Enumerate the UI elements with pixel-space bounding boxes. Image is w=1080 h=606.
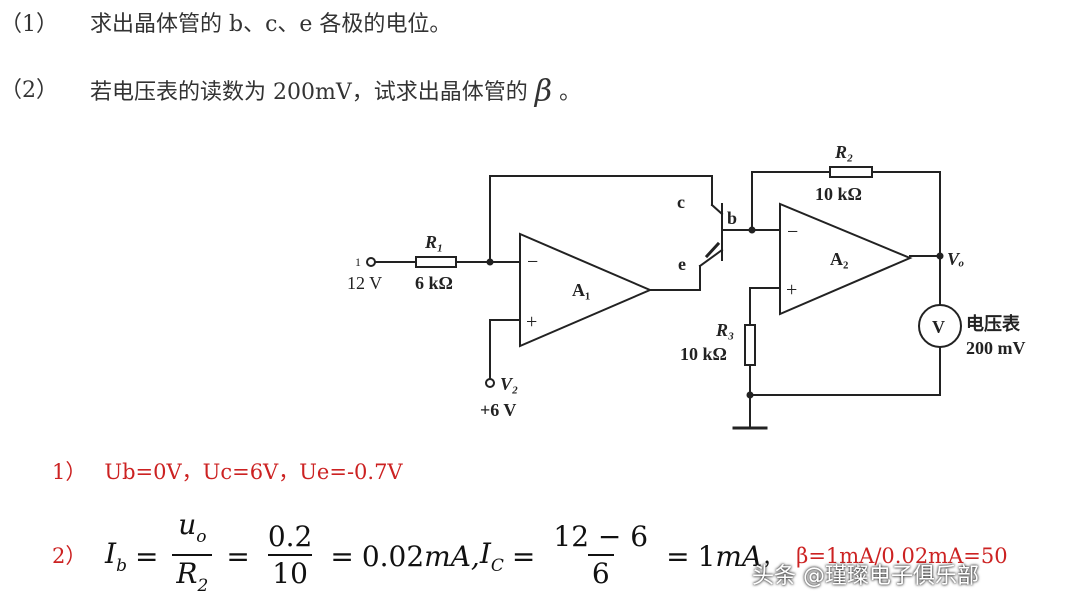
a2-minus: −	[787, 221, 798, 243]
junction-node	[486, 258, 494, 266]
watermark: 头条 @瑾璨电子俱乐部	[752, 564, 979, 589]
fraction-values-2: 12 − 6 6	[553, 520, 649, 590]
question-2-number: （2）	[0, 78, 58, 103]
r2-value: 10 kΩ	[815, 184, 862, 204]
answer-2-label: 2）	[52, 544, 87, 568]
question-2-tail: 。	[559, 80, 582, 105]
r1-value: 6 kΩ	[415, 273, 453, 293]
vo-label: Vₒ	[947, 249, 964, 269]
resistor-r2	[829, 166, 873, 178]
pin-e-label: e	[678, 254, 686, 274]
v2-value: +6 V	[480, 400, 516, 420]
answer-1-text: Ub=0V，Uc=6V，Ue=-0.7V	[104, 460, 403, 484]
ib-symbol: Ib	[105, 536, 127, 576]
a2-plus: +	[786, 279, 797, 301]
v2-label: V₂	[500, 374, 518, 394]
input-terminal	[366, 257, 376, 267]
a1-label: A₁	[572, 280, 590, 300]
resistor-r3	[744, 324, 756, 366]
question-2-text: 若电压表的读数为 200mV，试求出晶体管的 β 。	[90, 72, 582, 109]
answer-1: 1） Ub=0V，Uc=6V，Ue=-0.7V	[52, 456, 403, 486]
circuit-wires	[374, 171, 962, 430]
input-terminal-label: 1	[355, 255, 361, 269]
meter-reading: 200 mV	[966, 338, 1026, 358]
a1-minus: −	[527, 251, 538, 273]
question-1-text: 求出晶体管的 b、c、e 各极的电位。	[90, 12, 452, 37]
emitter-arrow	[704, 241, 721, 259]
ib-unit: mA,	[424, 539, 480, 573]
question-2-body: 若电压表的读数为 200mV，试求出晶体管的	[90, 80, 528, 105]
answer-1-label: 1）	[52, 460, 87, 484]
resistor-r1	[415, 256, 457, 268]
r3-value: 10 kΩ	[680, 344, 727, 364]
a2-label: A₂	[830, 249, 848, 269]
question-2: （2） 若电压表的读数为 200mV，试求出晶体管的 β 。	[0, 72, 1080, 109]
meter-symbol: V	[932, 317, 945, 337]
meter-name: 电压表	[966, 313, 1021, 335]
input-voltage: 12 V	[347, 273, 382, 293]
fraction-values-1: 0.2 10	[267, 520, 313, 590]
r3-label: R₃	[715, 320, 734, 340]
beta-symbol: β	[534, 74, 553, 109]
question-1-number: （1）	[0, 12, 58, 37]
r2-label: R₂	[834, 142, 853, 162]
a1-plus: +	[526, 311, 537, 333]
question-1: （1） 求出晶体管的 b、c、e 各极的电位。	[0, 6, 1080, 38]
ic-result: 1	[697, 539, 716, 573]
junction-node	[936, 252, 944, 260]
opamp-a1	[519, 232, 653, 348]
r1-label: R₁	[424, 232, 443, 252]
ib-result: 0.02	[361, 539, 425, 573]
beta-answer: β=1mA/0.02mA=50	[796, 544, 1008, 568]
junction-node	[748, 226, 756, 234]
voltmeter	[918, 304, 962, 348]
opamp-a2	[779, 202, 913, 316]
ic-unit: mA	[715, 539, 763, 573]
v2-terminal	[485, 378, 495, 388]
answer-2-formula: Ib = uo R2 = 0.2 10 = 0.02 mA, IC = 12 −…	[105, 508, 1008, 596]
fraction-uo-r2: uo R2	[172, 508, 213, 604]
pin-c-label: c	[677, 192, 685, 212]
pin-b-label: b	[727, 208, 737, 228]
junction-node	[746, 391, 754, 399]
ic-symbol: IC	[479, 536, 504, 576]
